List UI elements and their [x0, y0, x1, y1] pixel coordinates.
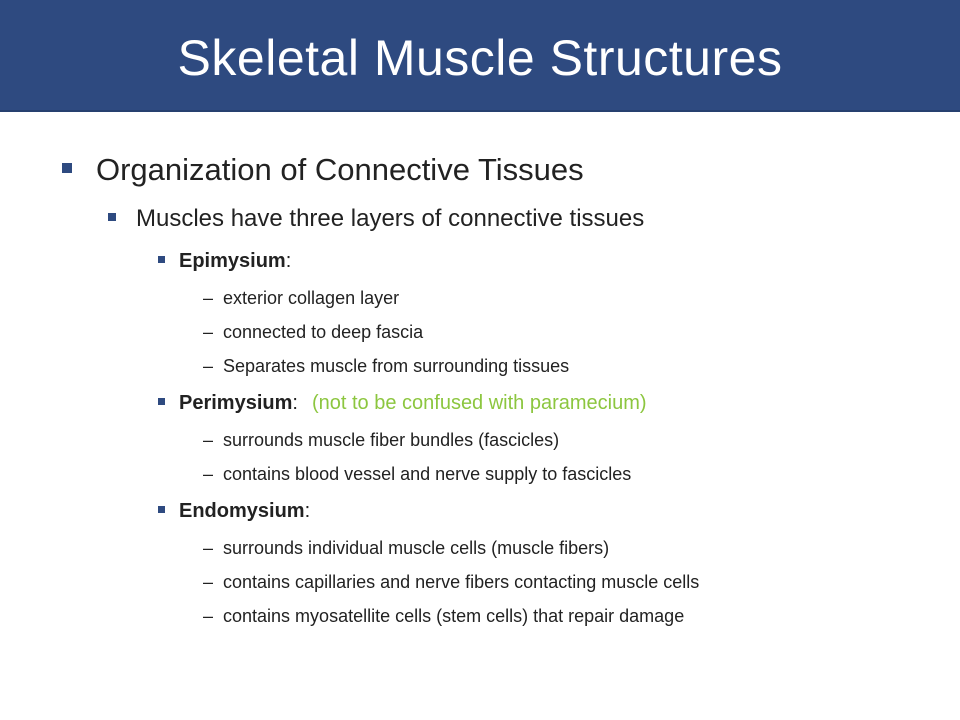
detail-text: surrounds muscle fiber bundles (fascicle… [223, 430, 560, 450]
square-bullet-icon [158, 256, 165, 263]
dash-bullet-icon: – [203, 356, 214, 376]
square-bullet-icon [108, 213, 116, 221]
detail-item: – surrounds muscle fiber bundles (fascic… [203, 430, 559, 451]
dash-bullet-icon: – [203, 606, 214, 626]
layer-term: Epimysium [179, 250, 286, 272]
bullet-item-endomysium: Endomysium: [158, 500, 310, 523]
heading-text: Organization of Connective Tissues [96, 152, 584, 187]
detail-item: – connected to deep fascia [203, 322, 423, 343]
detail-item: – contains myosatellite cells (stem cell… [203, 606, 684, 627]
bullet-item-perimysium: Perimysium: (not to be confused with par… [158, 392, 647, 415]
detail-item: – contains blood vessel and nerve supply… [203, 464, 631, 485]
slide-title: Skeletal Muscle Structures [177, 30, 783, 86]
layer-suffix: : [304, 500, 311, 522]
layer-term: Perimysium [179, 392, 293, 414]
detail-text: contains capillaries and nerve fibers co… [223, 572, 700, 592]
layer-suffix: : [285, 250, 292, 272]
bullet-item-heading: Organization of Connective Tissues [62, 152, 584, 188]
dash-bullet-icon: – [203, 430, 214, 450]
layer-term: Endomysium [179, 500, 305, 522]
detail-item: – exterior collagen layer [203, 288, 399, 309]
dash-bullet-icon: – [203, 572, 214, 592]
detail-text: contains blood vessel and nerve supply t… [223, 464, 632, 484]
dash-bullet-icon: – [203, 288, 214, 308]
title-bar: Skeletal Muscle Structures [0, 0, 960, 112]
detail-text: exterior collagen layer [223, 288, 400, 308]
square-bullet-icon [62, 163, 72, 173]
square-bullet-icon [158, 506, 165, 513]
detail-text: Separates muscle from surrounding tissue… [223, 356, 570, 376]
detail-text: surrounds individual muscle cells (muscl… [223, 538, 610, 558]
bullet-item-epimysium: Epimysium: [158, 250, 291, 273]
layer-suffix: : [292, 392, 298, 414]
detail-item: – contains capillaries and nerve fibers … [203, 572, 699, 593]
bullet-item-subheading: Muscles have three layers of connective … [108, 205, 644, 233]
square-bullet-icon [158, 398, 165, 405]
subheading-text: Muscles have three layers of connective … [136, 205, 645, 232]
detail-item: – Separates muscle from surrounding tiss… [203, 356, 569, 377]
detail-text: connected to deep fascia [223, 322, 424, 342]
dash-bullet-icon: – [203, 322, 214, 342]
dash-bullet-icon: – [203, 464, 214, 484]
dash-bullet-icon: – [203, 538, 214, 558]
aside-note: (not to be confused with paramecium) [311, 392, 647, 414]
detail-item: – surrounds individual muscle cells (mus… [203, 538, 609, 559]
detail-text: contains myosatellite cells (stem cells)… [223, 606, 685, 626]
